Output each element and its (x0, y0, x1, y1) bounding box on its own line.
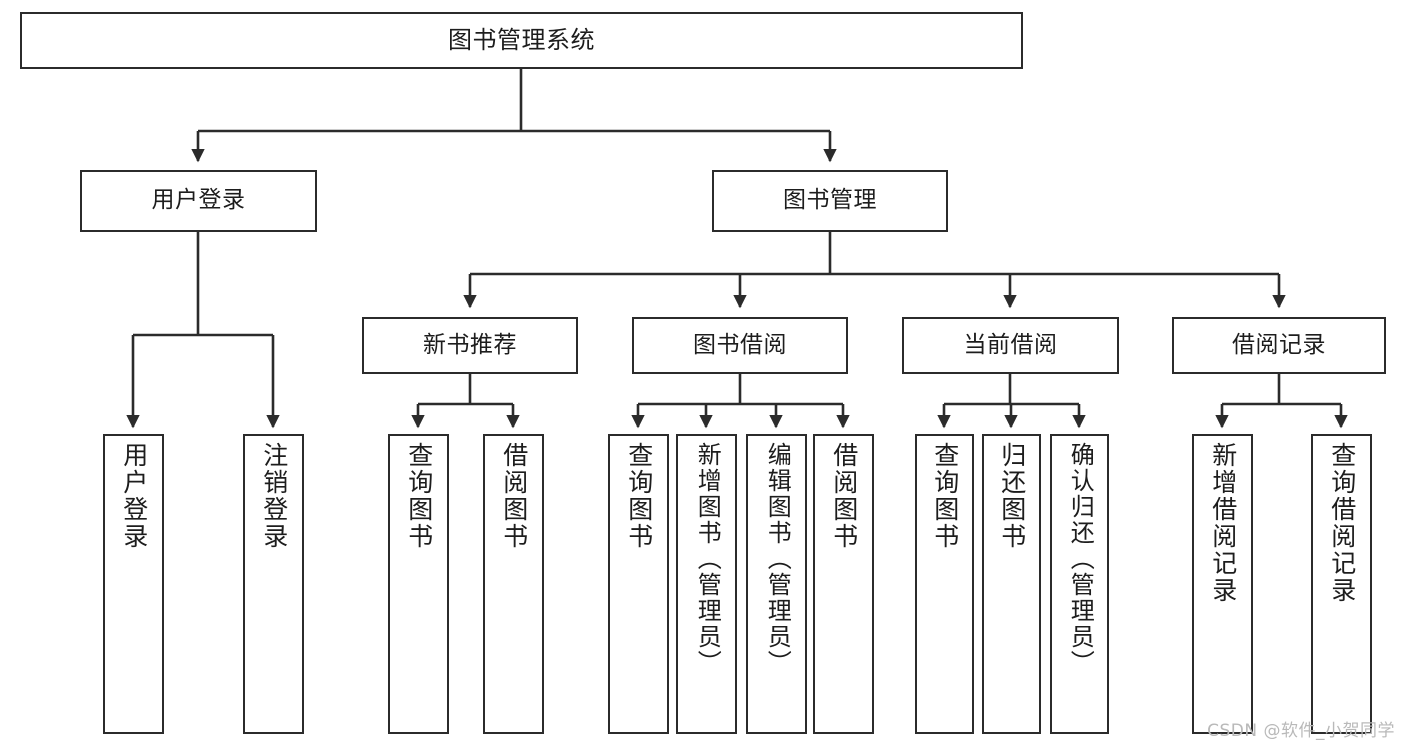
node-label: 注销登录 (259, 442, 289, 550)
node-label: 借阅记录 (1232, 331, 1326, 358)
node-label: 借阅图书 (499, 442, 529, 550)
node-label: 新增借阅记录 (1208, 442, 1238, 604)
node-label: 新增图书（管理员） (693, 442, 722, 676)
leaf-borrow-book-borrow[interactable]: 借阅图书 (813, 434, 874, 734)
node-label: 编辑图书（管理员） (763, 442, 792, 676)
node-root-book-management-system[interactable]: 图书管理系统 (20, 12, 1023, 69)
leaf-query-book-borrow[interactable]: 查询图书 (608, 434, 669, 734)
node-label: 用户登录 (119, 442, 149, 550)
node-current-borrow[interactable]: 当前借阅 (902, 317, 1119, 374)
leaf-add-borrow-record[interactable]: 新增借阅记录 (1192, 434, 1253, 734)
node-book-borrow[interactable]: 图书借阅 (632, 317, 848, 374)
node-label: 查询借阅记录 (1327, 442, 1357, 604)
node-label: 查询图书 (404, 442, 434, 550)
leaf-user-login[interactable]: 用户登录 (103, 434, 164, 734)
node-label: 借阅图书 (829, 442, 859, 550)
leaf-query-book-recommend[interactable]: 查询图书 (388, 434, 449, 734)
node-label: 图书借阅 (693, 331, 787, 358)
leaf-query-book-current[interactable]: 查询图书 (915, 434, 974, 734)
node-label: 当前借阅 (963, 331, 1058, 358)
leaf-logout-login[interactable]: 注销登录 (243, 434, 304, 734)
node-label: 图书管理 (783, 187, 877, 214)
node-user-login[interactable]: 用户登录 (80, 170, 317, 232)
node-label: 归还图书 (997, 442, 1027, 550)
leaf-add-book-admin[interactable]: 新增图书（管理员） (676, 434, 737, 734)
node-new-book-recommend[interactable]: 新书推荐 (362, 317, 578, 374)
leaf-confirm-return-admin[interactable]: 确认归还（管理员） (1050, 434, 1109, 734)
node-label: 查询图书 (930, 442, 960, 550)
node-label: 图书管理系统 (448, 26, 595, 55)
csdn-watermark: CSDN @软件_小贺同学 (1207, 721, 1395, 741)
node-label: 用户登录 (151, 187, 246, 214)
node-label: 新书推荐 (423, 331, 517, 358)
node-book-management[interactable]: 图书管理 (712, 170, 948, 232)
leaf-query-borrow-record[interactable]: 查询借阅记录 (1311, 434, 1372, 734)
node-label: 确认归还（管理员） (1066, 442, 1095, 676)
node-label: 查询图书 (624, 442, 654, 550)
leaf-borrow-book-recommend[interactable]: 借阅图书 (483, 434, 544, 734)
node-borrow-record[interactable]: 借阅记录 (1172, 317, 1386, 374)
leaf-edit-book-admin[interactable]: 编辑图书（管理员） (746, 434, 807, 734)
leaf-return-book[interactable]: 归还图书 (982, 434, 1041, 734)
